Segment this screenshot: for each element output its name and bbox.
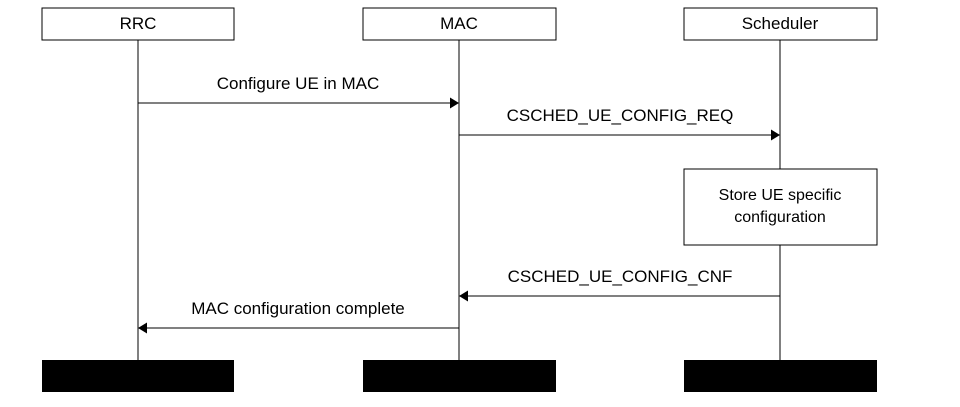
message-csched-ue-config-req: CSCHED_UE_CONFIG_REQ	[459, 106, 780, 141]
mac-footer	[363, 360, 556, 392]
message-label: MAC configuration complete	[191, 299, 405, 318]
message-label: CSCHED_UE_CONFIG_REQ	[507, 106, 734, 125]
rrc-footer	[42, 360, 234, 392]
rrc-header-label: RRC	[120, 14, 157, 33]
message-label: Configure UE in MAC	[217, 74, 380, 93]
note-line-2: configuration	[734, 209, 826, 226]
scheduler-note: Store UE specific configuration	[683, 168, 878, 246]
rrc-header: RRC	[41, 7, 235, 41]
arrowhead-left-icon	[138, 322, 147, 334]
arrowhead-left-icon	[459, 290, 468, 302]
arrowhead-right-icon	[450, 97, 459, 109]
message-label: CSCHED_UE_CONFIG_CNF	[508, 267, 733, 286]
note-line-1: Store UE specific	[719, 187, 842, 204]
message-configure-ue: Configure UE in MAC	[138, 74, 459, 109]
mac-header: MAC	[362, 7, 557, 41]
message-mac-configuration-complete: MAC configuration complete	[138, 299, 459, 334]
arrowhead-right-icon	[771, 129, 780, 141]
message-csched-ue-config-cnf: CSCHED_UE_CONFIG_CNF	[459, 267, 780, 302]
scheduler-header: Scheduler	[683, 7, 878, 41]
scheduler-footer	[684, 360, 877, 392]
mac-header-label: MAC	[440, 14, 478, 33]
scheduler-header-label: Scheduler	[742, 14, 819, 33]
